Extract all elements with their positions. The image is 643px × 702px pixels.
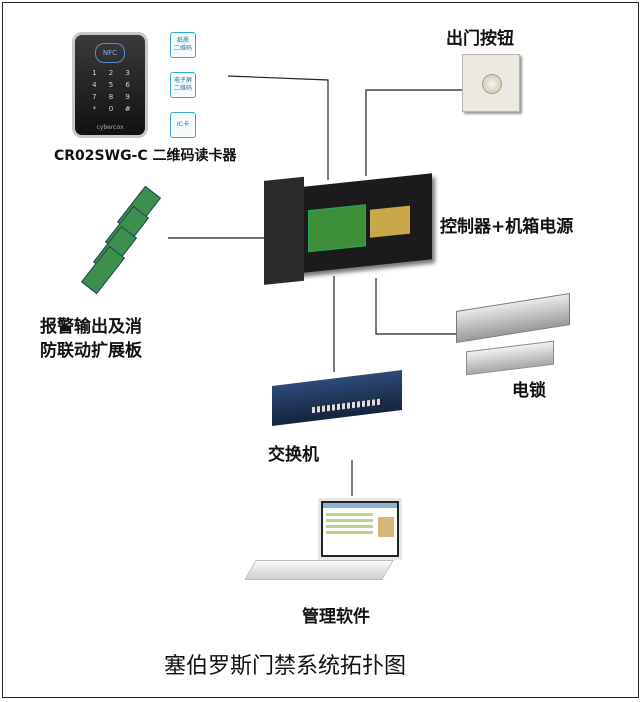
chip-line: 二维码 — [173, 45, 192, 52]
switch-ports — [312, 398, 382, 414]
ui-row — [326, 531, 373, 534]
keypad-key: 1 — [92, 69, 97, 77]
keypad-key: 7 — [92, 93, 97, 101]
chip-line: 二维码 — [173, 85, 192, 92]
software-ui — [323, 503, 397, 555]
controller-board — [308, 204, 366, 253]
exit-button-device — [462, 54, 520, 112]
laptop-base — [244, 560, 394, 580]
switch-label: 交换机 — [268, 445, 319, 465]
keypad-key: 2 — [108, 69, 114, 77]
diagram-caption: 塞伯罗斯门禁系统拓扑图 — [164, 654, 407, 679]
reader-label: CR02SWG-C 二维码读卡器 — [54, 148, 237, 164]
ui-titlebar — [323, 503, 397, 508]
expansion-board-device — [80, 185, 168, 295]
nfc-icon: NFC — [95, 43, 125, 63]
controller-lid — [264, 176, 304, 285]
paper-qr-chip: 纸质 二维码 — [170, 32, 196, 58]
expansion-label-line2: 防联动扩展板 — [40, 341, 142, 361]
chip-line: 纸质 — [176, 37, 189, 44]
keypad: 1 2 3 4 5 6 7 8 9 * 0 # — [89, 69, 133, 113]
keypad-key: 8 — [108, 93, 114, 101]
keypad-key: 3 — [125, 69, 130, 77]
keypad-key: * — [92, 105, 97, 113]
laptop-screen — [318, 498, 402, 560]
software-label: 管理软件 — [302, 607, 370, 627]
qr-card-reader-device: NFC 1 2 3 4 5 6 7 8 9 * 0 # cybercox — [72, 32, 148, 138]
keypad-key: # — [124, 105, 131, 113]
keypad-key: 0 — [108, 105, 114, 113]
controller-label: 控制器+机箱电源 — [440, 217, 574, 237]
keypad-key: 9 — [125, 93, 130, 101]
lock-label: 电锁 — [512, 381, 546, 401]
controller-box-device — [264, 173, 432, 285]
chip-line: 电子屏 — [173, 77, 192, 84]
expansion-label-line1: 报警输出及消 — [40, 317, 142, 337]
keypad-key: 4 — [92, 81, 97, 89]
reader-brand: cybercox — [96, 124, 124, 131]
ic-card-chip: IC卡 — [170, 112, 196, 138]
exit-button-label: 出门按钮 — [446, 29, 514, 49]
keypad-key: 6 — [125, 81, 130, 89]
chip-line: IC卡 — [177, 121, 189, 128]
screen-qr-chip: 电子屏 二维码 — [170, 72, 196, 98]
ui-row — [326, 513, 373, 516]
ui-photo — [378, 517, 394, 537]
line-exit-controller — [365, 89, 462, 176]
line-reader-controller — [227, 75, 329, 180]
button-knob-icon — [482, 74, 502, 94]
keypad-key: 5 — [108, 81, 114, 89]
ui-row — [326, 525, 373, 528]
power-supply — [370, 205, 410, 238]
ui-row — [326, 519, 373, 522]
line-controller-lock — [375, 278, 456, 335]
